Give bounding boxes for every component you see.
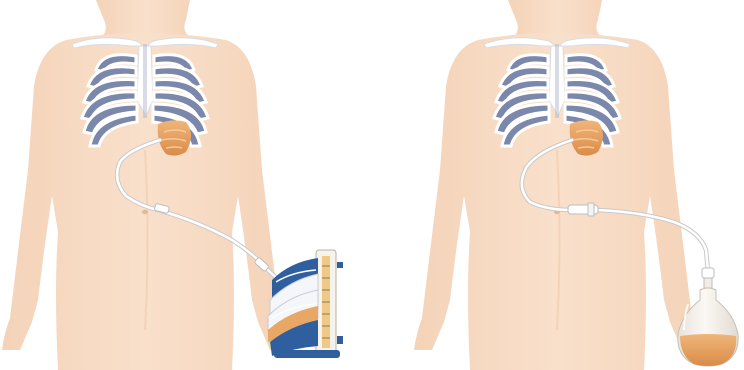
chest-drain-bellows-figure [2, 0, 343, 370]
chest-drain-bulb-figure [414, 0, 738, 370]
bellows-drainage-unit-icon [268, 250, 343, 358]
